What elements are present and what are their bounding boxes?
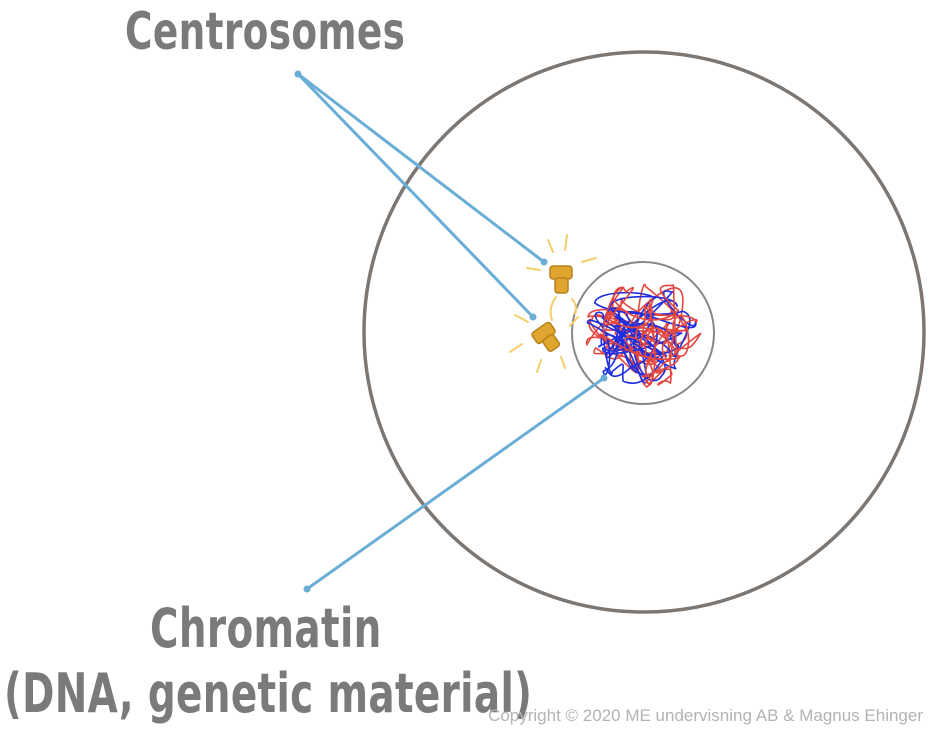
nucleus [571,261,715,405]
centrosome-rays [509,234,597,373]
chromatin-pointer [303,374,608,593]
centrosome-upper [549,265,573,294]
nucleus-envelope [571,261,715,405]
copyright-notice: Copyright © 2020 ME undervisning AB & Ma… [488,706,923,725]
centrosomes-label: Centrosomes [125,2,406,62]
chromatin-label: Chromatin [150,597,382,660]
chromatin-tangle [586,283,702,388]
chromatin-sublabel: (DNA, genetic material) [4,662,533,725]
centrosome-lower [531,321,561,352]
chromatin-strand-red [599,284,702,385]
cell-membrane [362,50,926,614]
centrosomes-pointers [294,70,548,321]
